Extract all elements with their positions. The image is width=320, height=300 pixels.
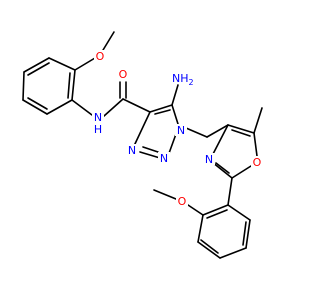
atom-label: O [178, 195, 187, 208]
atom-nitrogen: NH2 [172, 70, 196, 87]
bond [227, 177, 233, 206]
bond [211, 124, 229, 157]
bond [211, 161, 233, 179]
bond [154, 109, 171, 115]
bond [253, 132, 258, 157]
atom-oxygen: O [176, 195, 188, 208]
molecule-structure: O O N H NH2 N N N [22, 31, 263, 259]
atom-label: O [96, 50, 105, 63]
atom-nitrogen: N [126, 144, 138, 157]
bond [142, 146, 159, 153]
molecule-diagram: O O N H NH2 N N N [22, 31, 263, 259]
bond [242, 221, 247, 246]
bond-layer [22, 31, 263, 259]
atom-label-layer: O O N H NH2 N N N [92, 50, 263, 208]
atom-label: N [177, 124, 185, 137]
atom-oxygen: O [251, 156, 263, 169]
bond [133, 111, 151, 147]
bond [153, 189, 177, 200]
bond [231, 165, 252, 179]
bond [103, 98, 124, 117]
atom-oxygen: O [94, 50, 106, 63]
atom-nitrogen: N H [92, 111, 104, 136]
atom-label: N [94, 111, 102, 124]
atom-nitrogen: N [203, 153, 215, 166]
atom-nitrogen: N [175, 124, 187, 137]
bond [202, 204, 229, 216]
bond [215, 162, 230, 174]
bond [48, 57, 76, 71]
bond [22, 71, 25, 101]
atom-label-sub: H [94, 123, 102, 136]
bond [27, 62, 50, 76]
bond [219, 247, 247, 259]
bond [187, 204, 204, 216]
bond [171, 104, 179, 125]
bond [227, 124, 255, 134]
bond [67, 72, 71, 99]
bond [149, 104, 173, 113]
bond [46, 99, 73, 115]
bond [171, 84, 179, 106]
atom-label: N [205, 153, 213, 166]
bond [22, 99, 48, 115]
atom-label: N [128, 144, 136, 157]
bond [71, 99, 93, 116]
bond [122, 98, 151, 113]
atom-label: N [160, 152, 168, 165]
bond [23, 57, 50, 73]
bond [71, 69, 76, 101]
bond [245, 219, 251, 249]
bond [206, 209, 228, 219]
bond [185, 127, 208, 138]
bond [197, 214, 204, 243]
bond [139, 151, 161, 159]
atom-label: NH2 [172, 72, 194, 87]
bond [197, 241, 221, 259]
bond [227, 204, 251, 221]
atom-label: O [119, 68, 128, 81]
bond [253, 107, 263, 134]
bond [200, 239, 219, 254]
atom-label: O [253, 156, 262, 169]
bond [231, 129, 251, 137]
bond [27, 97, 48, 110]
atom-nitrogen: N [158, 152, 170, 165]
atom-oxygen: O [117, 68, 129, 81]
bond [206, 124, 229, 138]
